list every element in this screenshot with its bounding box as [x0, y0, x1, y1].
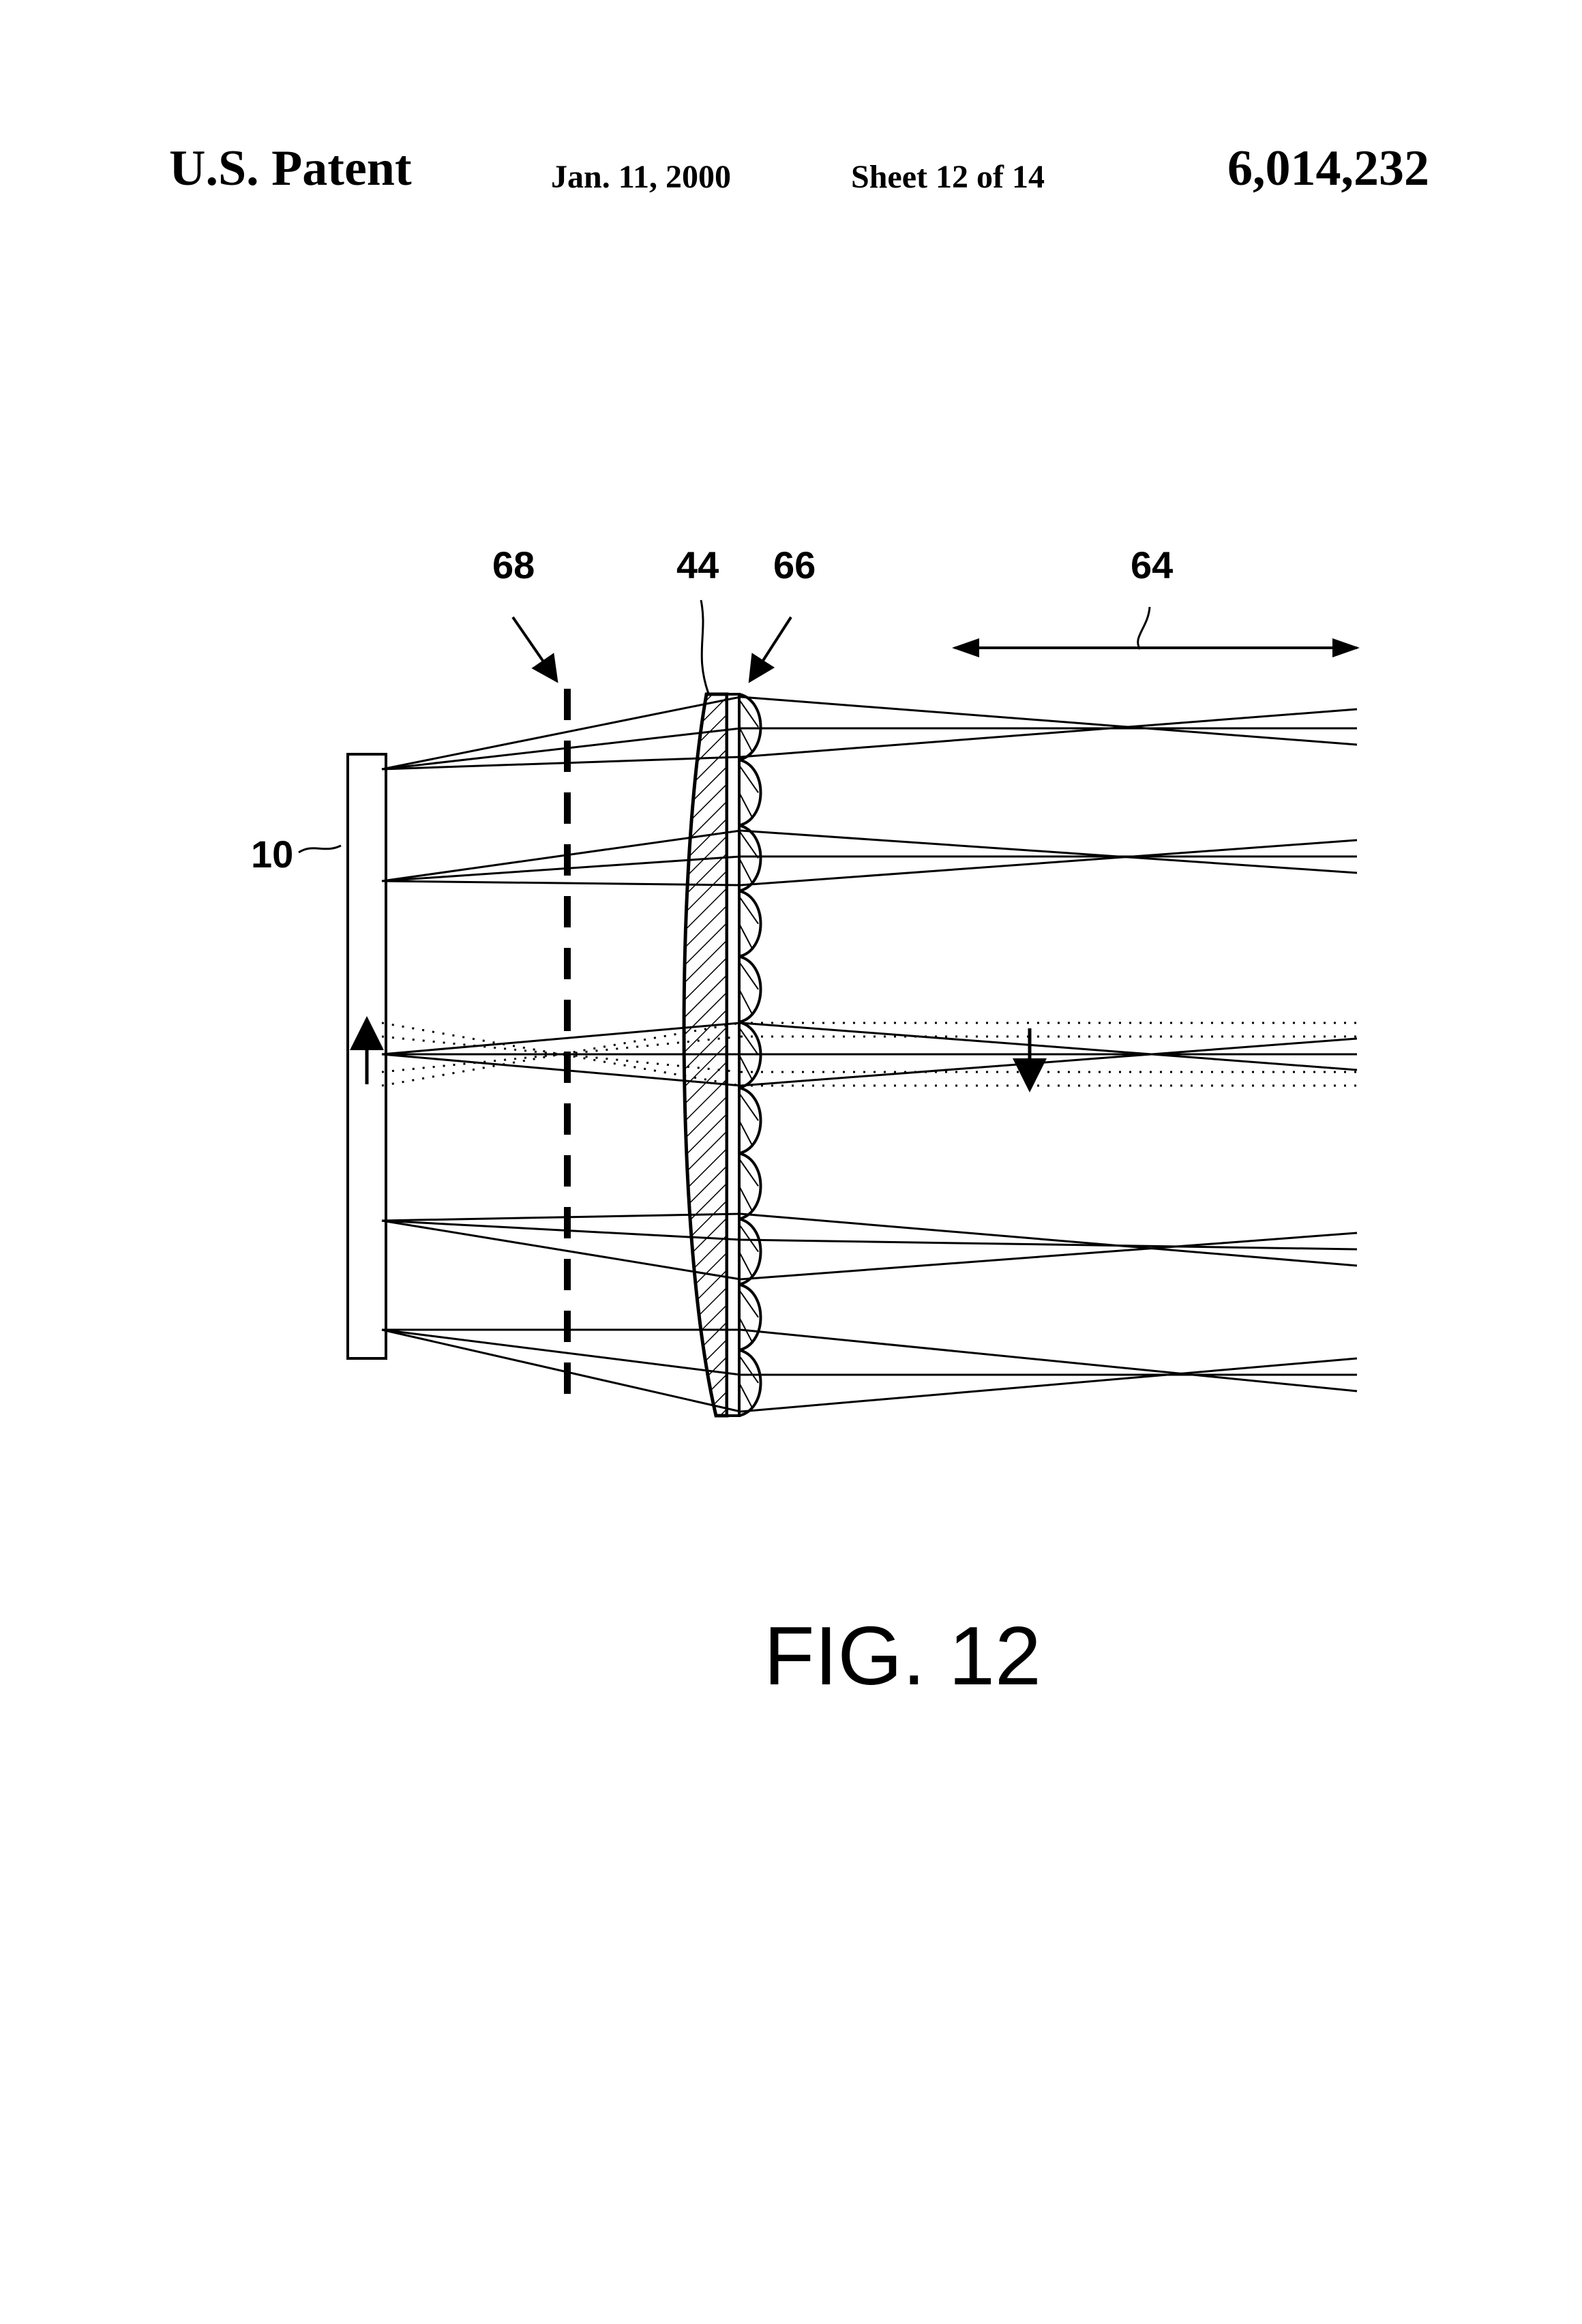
ref-label-66: 66 [773, 543, 816, 586]
leader-44 [701, 600, 709, 696]
ray-segment [741, 831, 1357, 873]
figure-caption: FIG. 12 [764, 1609, 1041, 1702]
leader-64 [1138, 607, 1150, 649]
ref-label-10: 10 [251, 833, 293, 876]
leader-68 [513, 617, 555, 679]
ray-segment [741, 1240, 1357, 1249]
ray-segment [382, 1330, 741, 1375]
ref-label-68: 68 [492, 543, 535, 586]
ray-segment [741, 697, 1357, 745]
leader-10 [299, 846, 341, 852]
ray-segment [741, 1330, 1357, 1391]
ray-bundles [382, 697, 1357, 1412]
ray-segment [741, 709, 1357, 757]
ray-segment [741, 840, 1357, 885]
ray-segment [382, 1330, 741, 1412]
ref-label-64: 64 [1131, 543, 1173, 586]
leader-66 [751, 617, 791, 679]
ray-segment [382, 1214, 741, 1221]
ray-segment [741, 1358, 1357, 1412]
ref-label-44: 44 [676, 543, 719, 586]
range-arrow-left-head [952, 638, 979, 657]
range-arrow-right-head [1332, 638, 1360, 657]
